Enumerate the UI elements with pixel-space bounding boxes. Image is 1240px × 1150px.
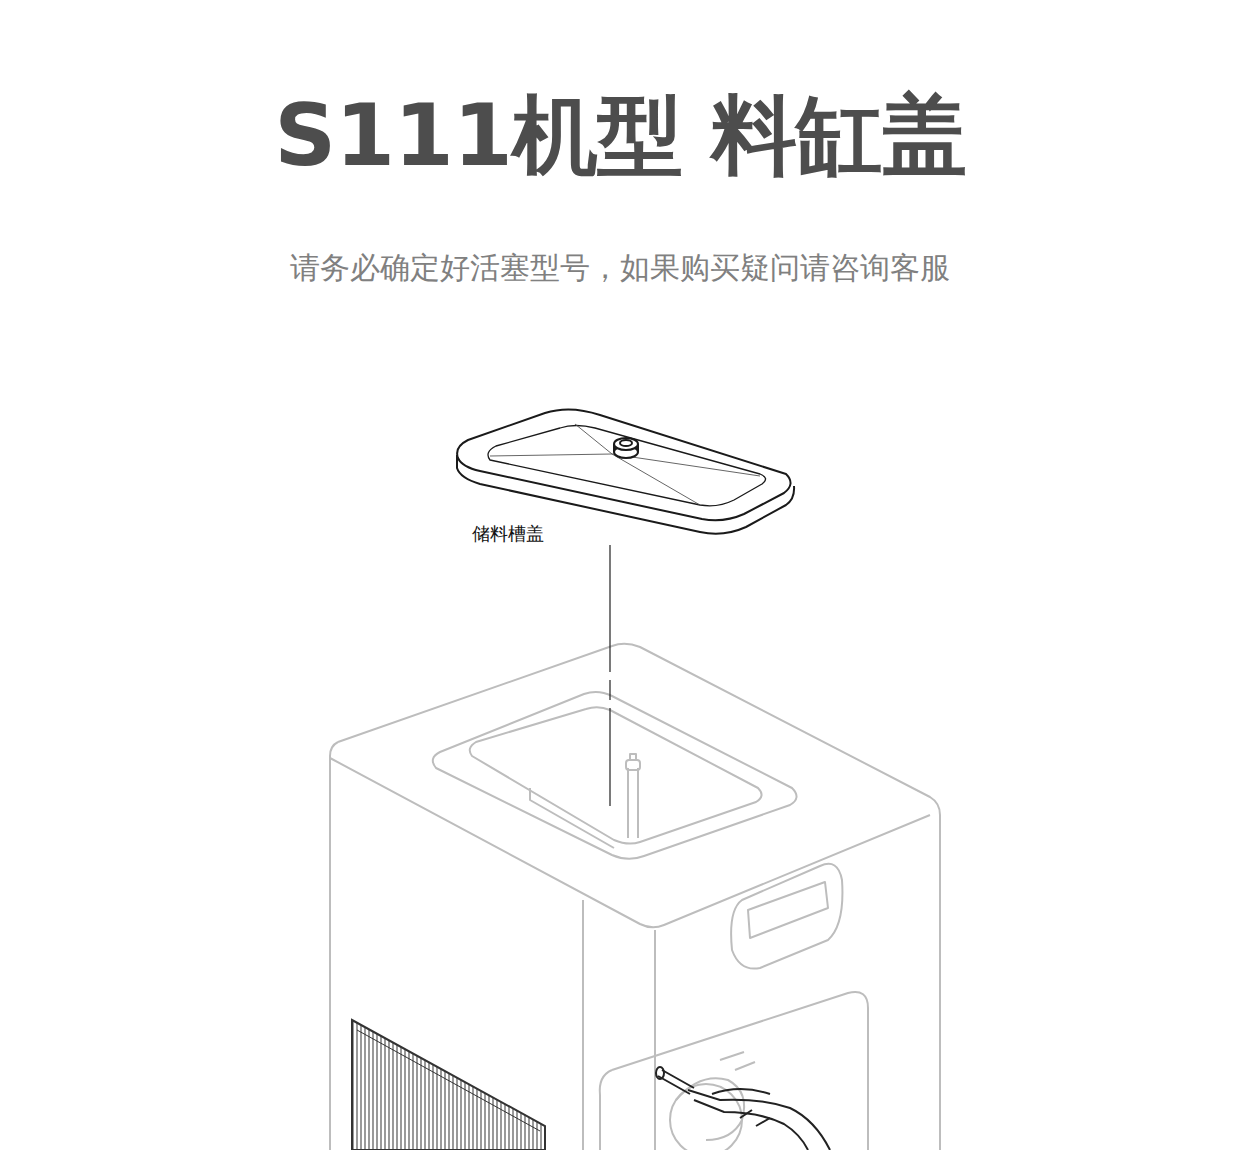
machine-body	[330, 644, 940, 1150]
dispenser-handle	[656, 1067, 830, 1150]
vent-grille	[352, 1020, 545, 1150]
title-text: S111机型 料缸盖	[274, 85, 965, 185]
vent-grille-edge	[357, 1030, 540, 1131]
page-title: S111机型 料缸盖	[0, 88, 1240, 183]
page-subtitle: 请务必确定好活塞型号，如果购买疑问请咨询客服	[0, 250, 1240, 286]
part-label: 储料槽盖	[470, 523, 546, 545]
leader-line	[609, 545, 610, 806]
hopper-lid	[457, 409, 794, 533]
